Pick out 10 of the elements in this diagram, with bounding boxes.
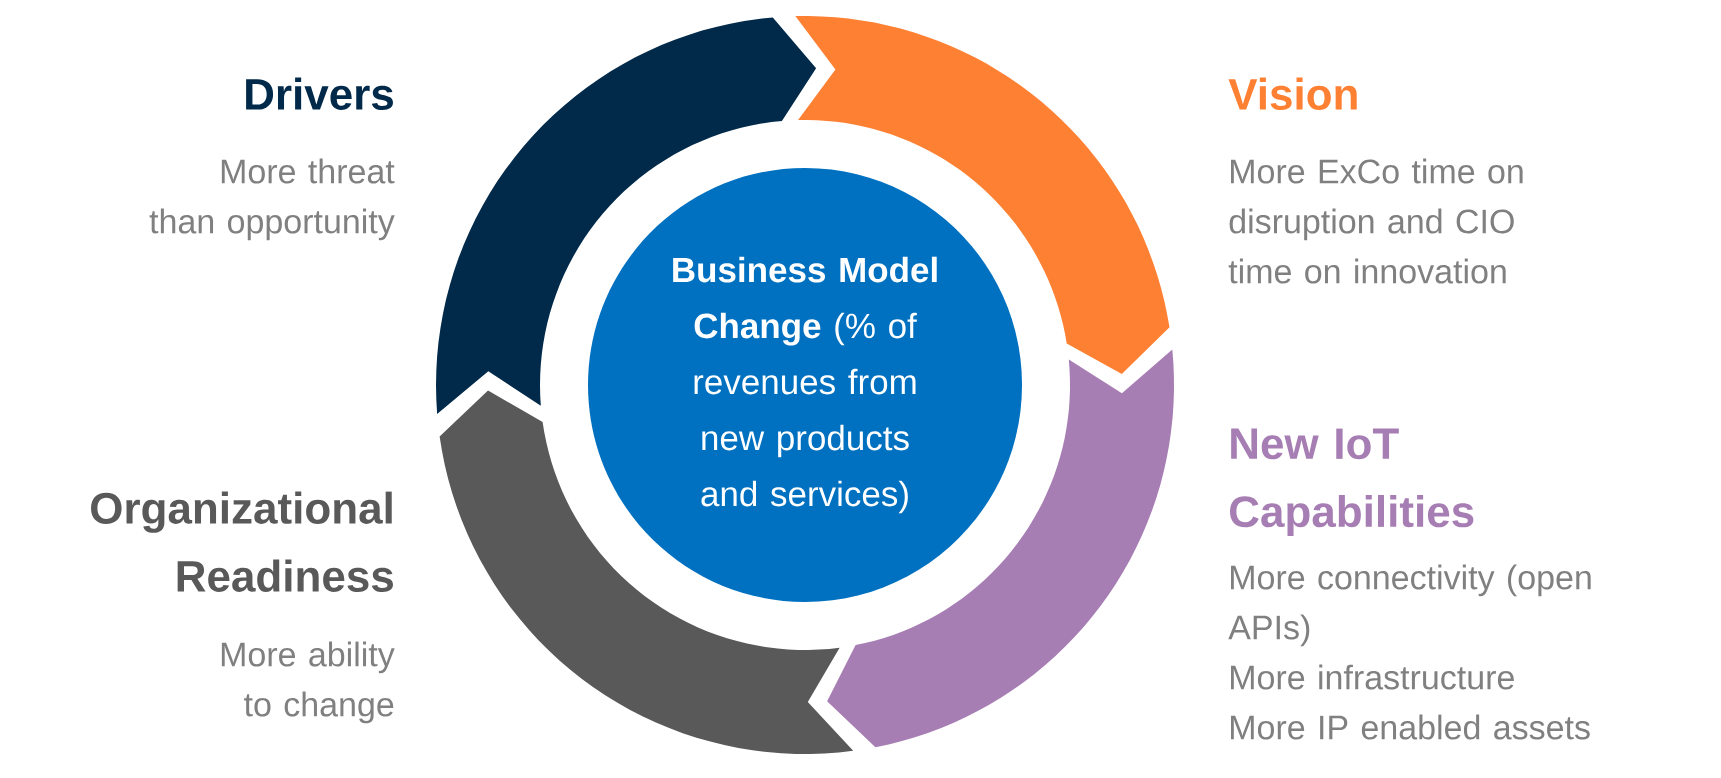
heading: Organizational Readiness	[91, 491, 393, 592]
description-text: More ability to change	[221, 641, 395, 724]
heading: New IoT Capabilities	[1230, 428, 1474, 536]
heading: Drivers	[246, 77, 393, 110]
description-text: More connectivity (open APIs)	[1228, 564, 1591, 647]
description-text: More threat than opportunity	[149, 158, 395, 241]
heading: Vision	[1228, 77, 1357, 110]
description-text: More IP enabled assets	[1231, 714, 1590, 740]
description-text: More ExCo time on disruption and CIO time on innovation	[1228, 158, 1523, 284]
description-text: More infrastructure	[1231, 664, 1514, 690]
